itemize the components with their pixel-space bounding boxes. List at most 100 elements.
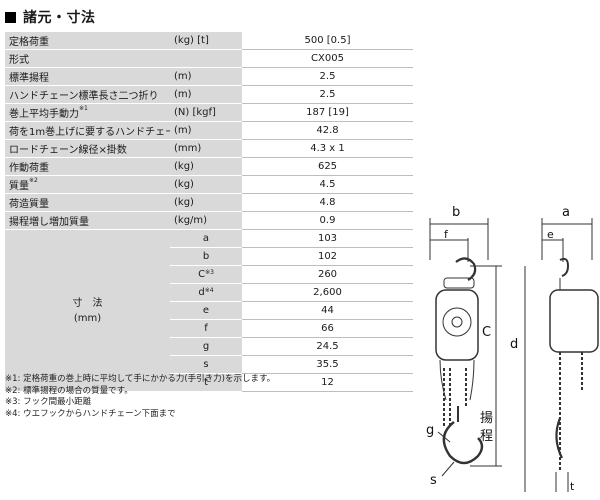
note-marker: ※3 — [205, 269, 214, 276]
label-s: s — [430, 473, 437, 488]
spec-row: 揚程増し増加質量(kg/m)0.9 — [5, 211, 413, 230]
spec-label: 揚程増し増加質量 — [5, 211, 170, 230]
label-lift-2: 程 — [480, 429, 493, 444]
spec-label: 作動荷重 — [5, 157, 170, 176]
dimension-value: 24.5 — [242, 337, 413, 356]
footnote: ※1: 定格荷重の巻上時に平均して手にかかる力(手引き力)を示します。 — [5, 374, 276, 384]
section-header: 諸元・寸法 — [5, 5, 96, 29]
label-g: g — [426, 423, 434, 438]
spec-value: 187 [19] — [242, 103, 413, 122]
footnote: ※3: フック間最小距離 — [5, 397, 92, 407]
spec-value: 625 — [242, 157, 413, 176]
dimension-key: C※3 — [170, 265, 242, 284]
spec-unit: (kg) — [170, 175, 242, 194]
label-e: e — [547, 228, 554, 241]
spec-unit: (m) — [170, 85, 242, 104]
label-t: t — [570, 480, 575, 493]
spec-value: 2.5 — [242, 85, 413, 104]
spec-row: 荷造質量(kg)4.8 — [5, 193, 413, 212]
spec-unit: (mm) — [170, 139, 242, 158]
chain-guide-shape — [439, 359, 475, 401]
footnote: ※2: 標準揚程の場合の質量です。 — [5, 385, 133, 396]
section-title: 諸元・寸法 — [23, 10, 96, 26]
header-square-icon — [5, 11, 16, 23]
wheel-shape — [442, 307, 472, 337]
dimension-value: 35.5 — [242, 355, 413, 374]
label-a: a — [562, 205, 570, 220]
spec-row: ハンドチェーン標準長さ二つ折り(m)2.5 — [5, 85, 413, 104]
spec-unit: (kg) — [170, 193, 242, 212]
spec-value: 0.9 — [242, 211, 413, 230]
note-marker: ※1 — [79, 105, 88, 112]
dimension-key: s — [170, 355, 242, 374]
label-lift-1: 揚 — [480, 410, 493, 426]
spec-row: 標準揚程(m)2.5 — [5, 67, 413, 86]
dimension-key: t — [170, 373, 242, 392]
spec-label: 形式 — [5, 49, 170, 68]
bottom-hook-shape — [442, 421, 484, 465]
dimension-key: g — [170, 337, 242, 356]
spec-value: 4.3 x 1 — [242, 139, 413, 158]
note-marker: ※4 — [204, 287, 214, 294]
label-c: C — [482, 325, 491, 340]
chain-shape — [443, 368, 467, 428]
dimension-key: e — [170, 301, 242, 320]
dimension-value: 2,600 — [242, 283, 413, 302]
spec-label: 巻上平均手動力※1 — [5, 103, 170, 122]
spec-label: 荷を1m巻上げに要するハンドチェーンの牽引長さ — [5, 121, 170, 140]
label-d: d — [510, 337, 518, 352]
footnotes: ※1: 定格荷重の巻上時に平均して手にかかる力(手引き力)を示します。 ※2: … — [5, 374, 275, 420]
spec-label: ロードチェーン線径×掛数 — [5, 139, 170, 158]
label-f: f — [444, 228, 449, 241]
dimension-key: d※4 — [170, 283, 242, 302]
spec-value: 4.8 — [242, 193, 413, 212]
spec-row: 荷を1m巻上げに要するハンドチェーンの牽引長さ(m)42.8 — [5, 121, 413, 140]
spec-label: ハンドチェーン標準長さ二つ折り — [5, 85, 170, 104]
spec-row: ロードチェーン線径×掛数(mm)4.3 x 1 — [5, 139, 413, 158]
spec-label: 定格荷重 — [5, 32, 170, 50]
dim-line — [441, 461, 455, 477]
spec-label: 質量※2 — [5, 175, 170, 194]
spec-value: 4.5 — [242, 175, 413, 194]
top-hook-shape — [455, 257, 477, 281]
wheel-hub-shape — [451, 316, 463, 328]
spec-row: 質量※2(kg)4.5 — [5, 175, 413, 194]
spec-unit: (m) — [170, 67, 242, 86]
top-bracket-shape — [443, 277, 475, 289]
spec-value: 2.5 — [242, 67, 413, 86]
dimension-key: b — [170, 247, 242, 266]
spec-label: 標準揚程 — [5, 67, 170, 86]
spec-value: 500 [0.5] — [242, 32, 413, 50]
footnote: ※4: ウエフックからハンドチェーン下面まで — [5, 408, 176, 419]
spec-row: 巻上平均手動力※1(N) [kgf]187 [19] — [5, 103, 413, 122]
label-b: b — [452, 205, 460, 220]
dimension-value: 103 — [242, 229, 413, 248]
dimension-value: 12 — [242, 373, 413, 392]
dimension-value: 66 — [242, 319, 413, 338]
note-marker: ※2 — [29, 177, 38, 184]
spec-label: 荷造質量 — [5, 193, 170, 212]
spec-value: 42.8 — [242, 121, 413, 140]
dimension-group-label: 寸 法(mm) — [5, 229, 170, 392]
hoist-body-shape — [435, 289, 479, 361]
dimension-value: 44 — [242, 301, 413, 320]
dimension-key: a — [170, 229, 242, 248]
spec-row: 定格荷重(kg) [t]500 [0.5] — [5, 32, 413, 50]
dimension-key: f — [170, 319, 242, 338]
spec-unit: (N) [kgf] — [170, 103, 242, 122]
side-body-shape — [549, 289, 599, 353]
side-chain-shape — [559, 352, 583, 472]
spec-unit: (kg) [t] — [170, 32, 242, 50]
side-top-hook-shape — [559, 257, 570, 277]
